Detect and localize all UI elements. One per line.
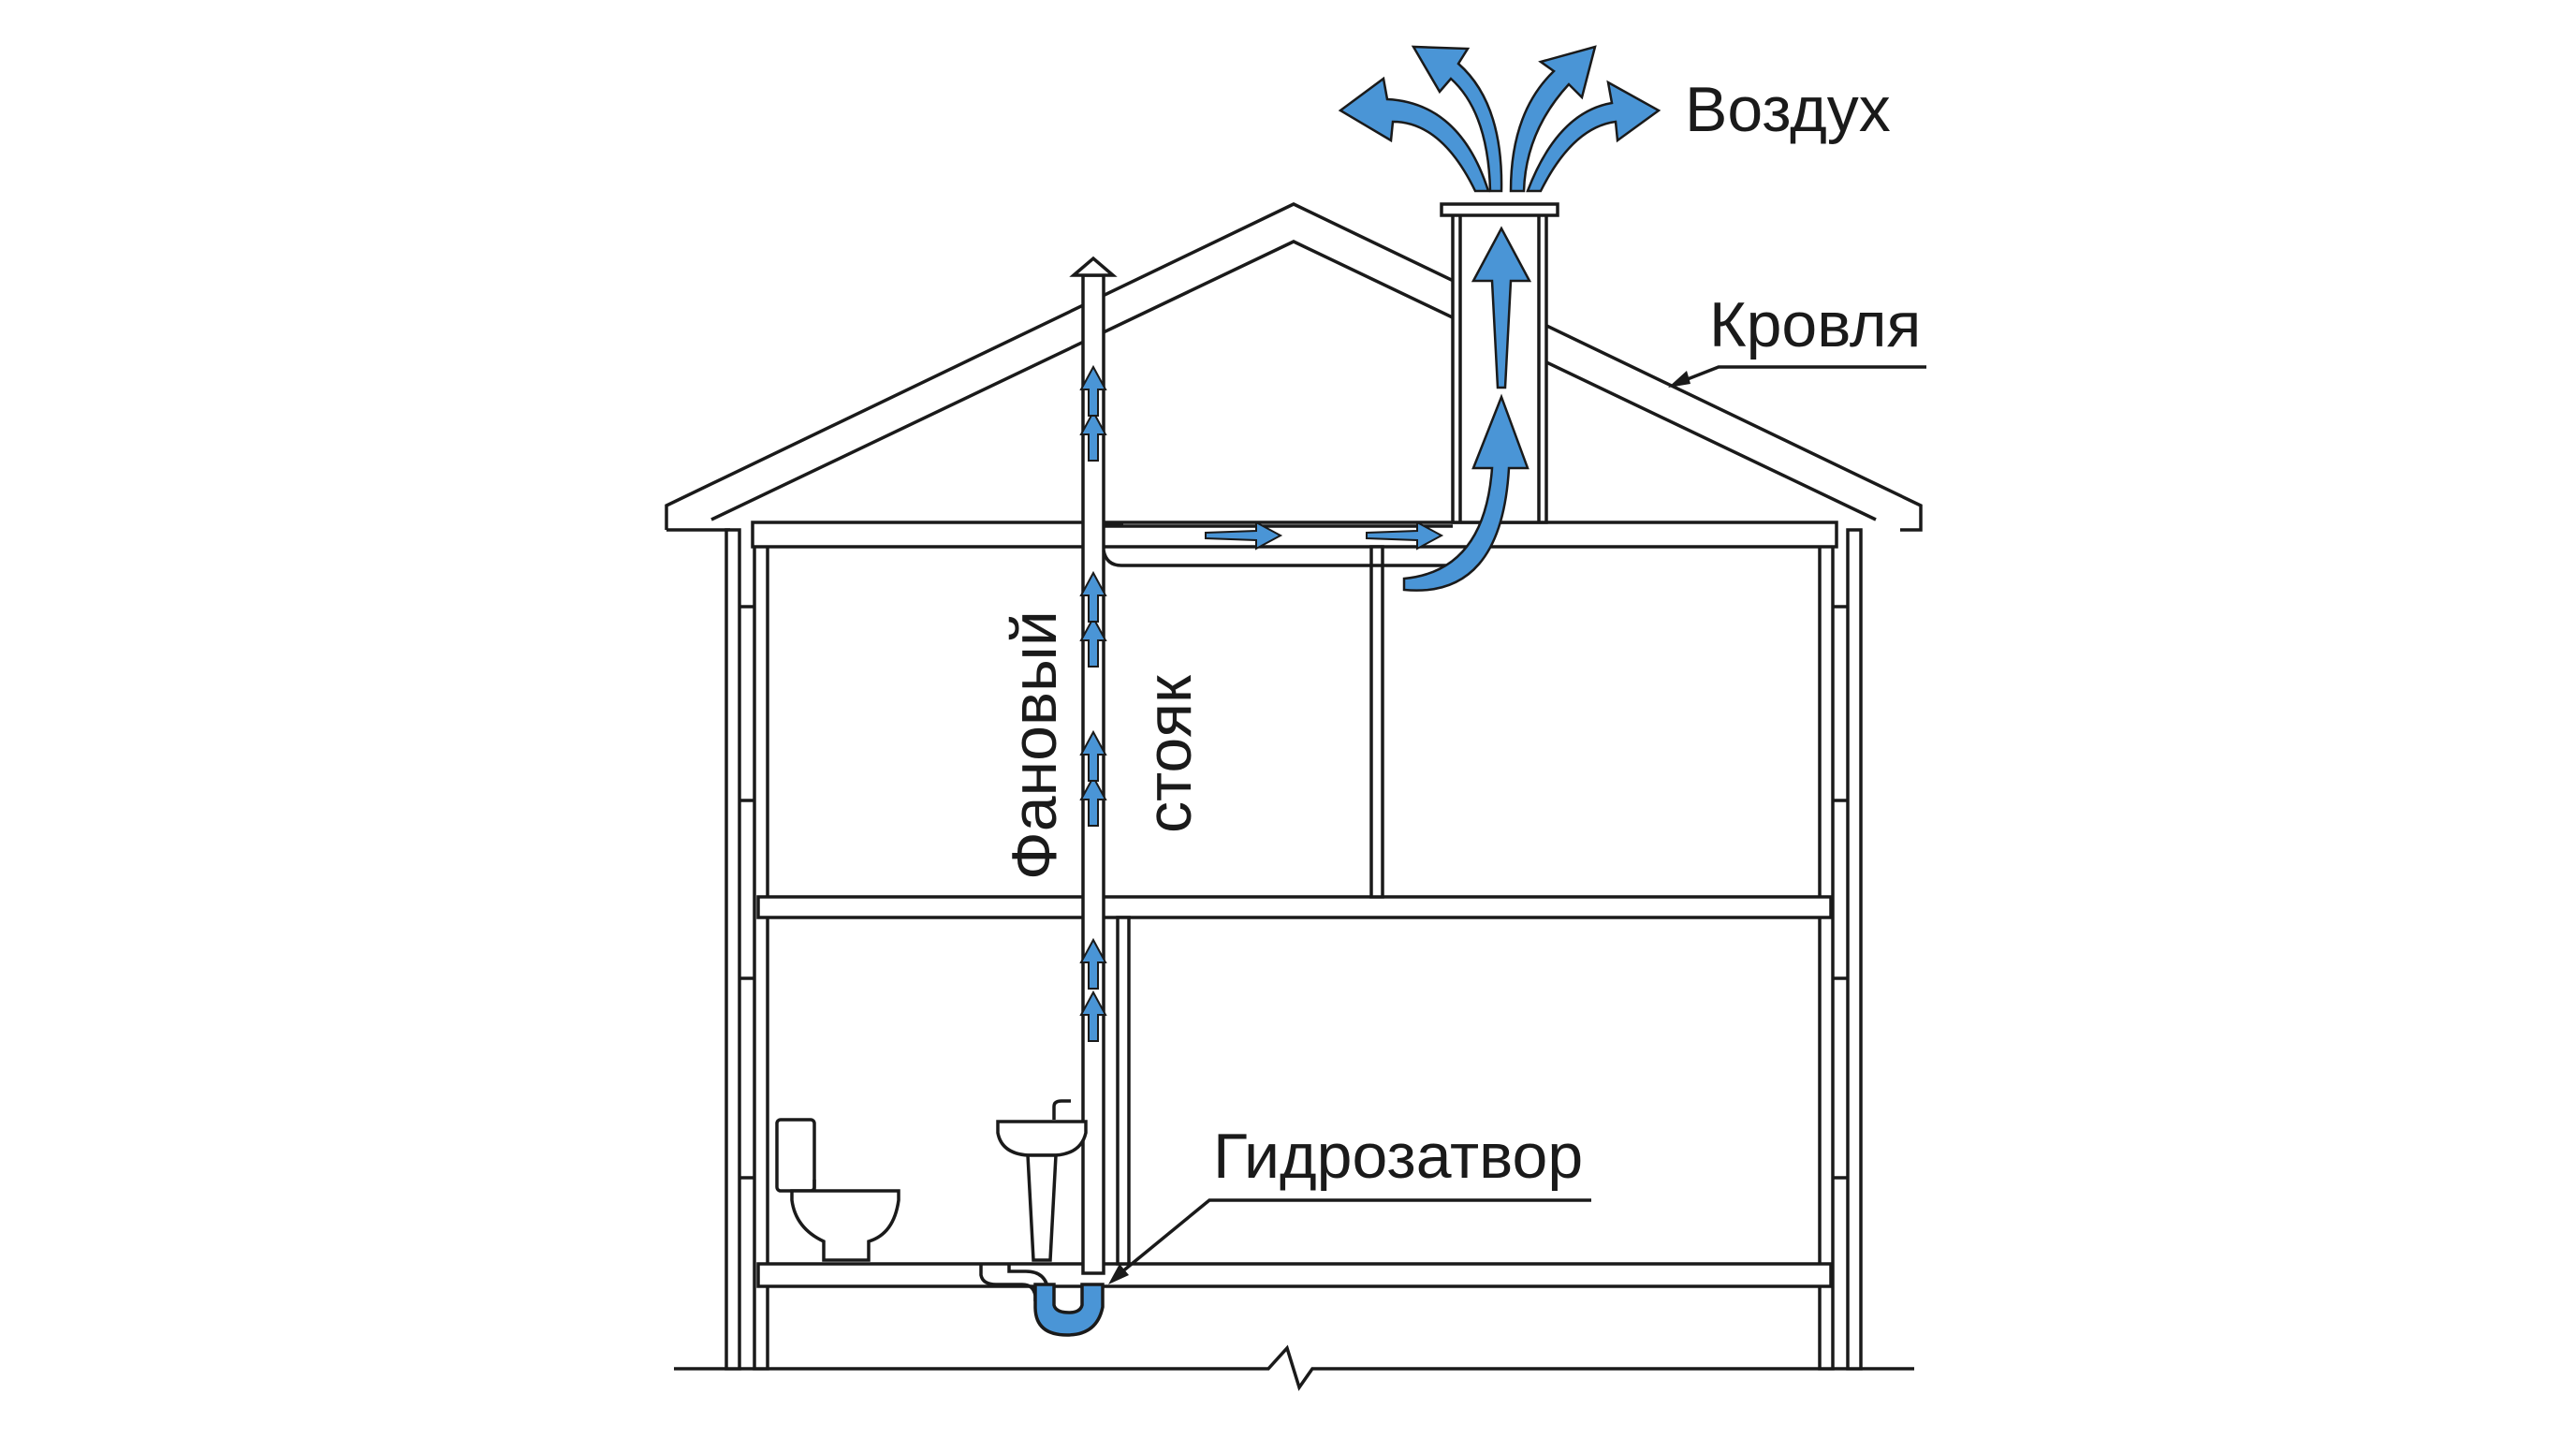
roof-inner (710, 240, 1877, 521)
wall-left-outer (724, 528, 741, 1371)
roof-outer (665, 202, 1923, 532)
toilet (775, 1118, 900, 1262)
wall-left-inner (753, 528, 769, 1371)
partition-upper (1369, 545, 1384, 899)
water-seal-water (1033, 1283, 1105, 1337)
roof-leader (1675, 365, 1926, 386)
wall-right-inner (1818, 528, 1835, 1371)
middle-floor (756, 895, 1833, 919)
water-trap (979, 1264, 1105, 1337)
house (665, 202, 1923, 1391)
air-arrow-out-4 (1526, 80, 1661, 193)
air-flow-arrows (1080, 45, 1661, 1042)
label-vent-stack-line2: стояк (1134, 674, 1205, 833)
air-arrow-out-2 (1411, 45, 1503, 193)
label-roof: Кровля (1709, 289, 1921, 360)
label-vent-stack-line1: Фановый (999, 610, 1070, 880)
air-arrow-out-3 (1509, 45, 1597, 193)
air-arrow-turn (1402, 393, 1530, 592)
wall-right-outer (1846, 528, 1863, 1371)
roof-leader-head (1668, 371, 1690, 388)
callouts (1108, 365, 1926, 1284)
pipe-cap (1069, 256, 1118, 277)
window-marks (739, 605, 1848, 1180)
sink (996, 1099, 1088, 1262)
water-seal-leader (1114, 1198, 1591, 1279)
ground-floor (756, 1262, 1833, 1288)
label-water-seal: Гидрозатвор (1213, 1121, 1583, 1192)
air-arrow-out-1 (1338, 76, 1490, 193)
air-arrow-shaft (1471, 226, 1532, 389)
label-air: Воздух (1685, 74, 1891, 145)
shaft-cap (1440, 202, 1559, 217)
ground-line (674, 1344, 1914, 1391)
partition-lower (1116, 916, 1131, 1266)
water-seal-leader-head (1108, 1264, 1129, 1284)
pipe-branch (1102, 524, 1453, 567)
